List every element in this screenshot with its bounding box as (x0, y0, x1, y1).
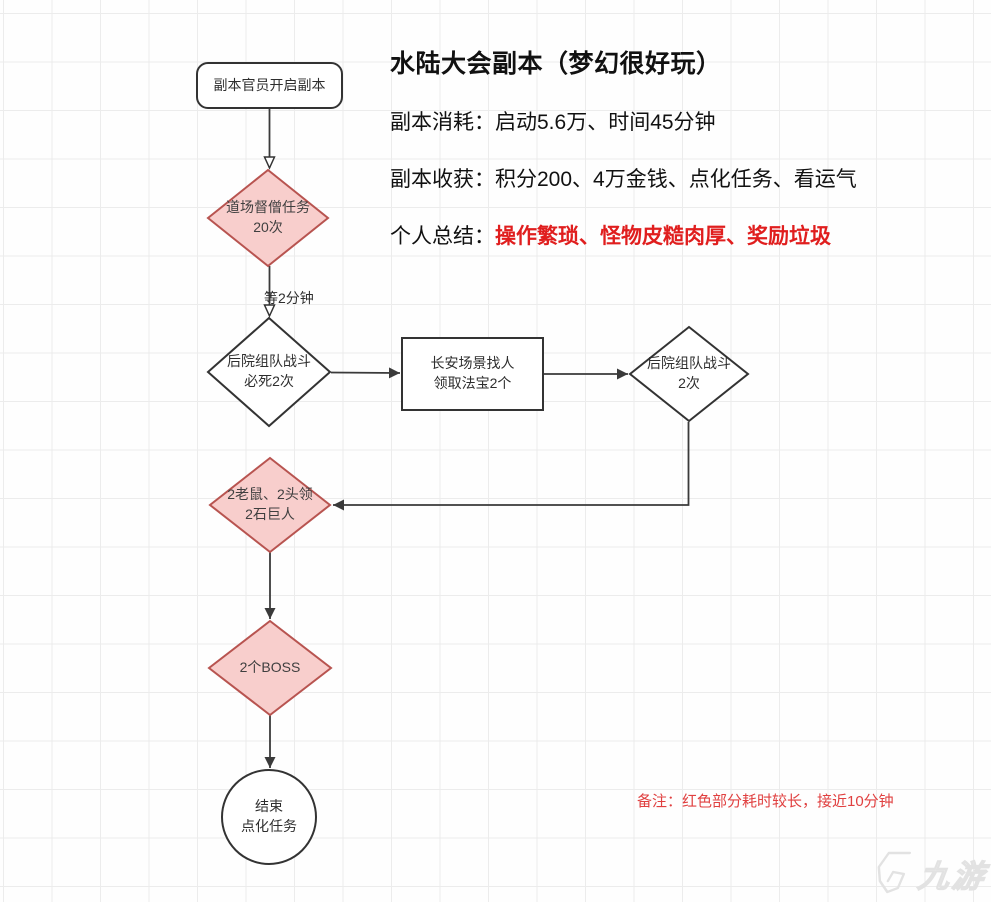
reward-line: 副本收获：积分200、4万金钱、点化任务、看运气 (390, 168, 857, 191)
backyard2-node-label: 后院组队战斗 2次 (647, 355, 731, 391)
boss-node-shape (207, 619, 333, 717)
connector-backyard2-to-monsters (333, 422, 690, 511)
daochang-node-label: 道场督僧任务 20次 (226, 199, 310, 235)
boss-node-label: 2个BOSS (239, 659, 301, 676)
backyard1-node-label: 后院组队战斗 必死2次 (227, 353, 311, 389)
backyard2-node-shape (628, 325, 750, 423)
end-node-shape (221, 769, 317, 865)
connector-backyard1-to-changan (330, 367, 401, 379)
changan-node-label: 长安场景找人 领取法宝2个 (430, 355, 515, 391)
summary-highlight: 操作繁琐、怪物皮糙肉厚、奖励垃圾 (495, 225, 831, 248)
start-node-label: 副本官员开启副本 (213, 76, 326, 93)
summary-prefix: 个人总结： (390, 225, 495, 248)
backyard1-node-shape (206, 316, 332, 428)
footnote: 备注：红色部分耗时较长，接近10分钟 (637, 793, 894, 810)
cost-line: 副本消耗：启动5.6万、时间45分钟 (390, 111, 716, 134)
monsters-node-shape (208, 456, 332, 554)
changan-node-shape (401, 337, 544, 411)
monsters-node-label: 2老鼠、2头领 2石巨人 (227, 486, 313, 522)
wait-edge-label: 等2分钟 (264, 290, 314, 306)
end-node-label: 结束 点化任务 (241, 798, 297, 834)
start-node-shape (196, 62, 343, 109)
daochang-node-shape (206, 168, 330, 268)
page-title: 水陆大会副本（梦幻很好玩） (390, 50, 722, 78)
summary-line: 个人总结：操作繁琐、怪物皮糙肉厚、奖励垃圾 (390, 220, 831, 250)
